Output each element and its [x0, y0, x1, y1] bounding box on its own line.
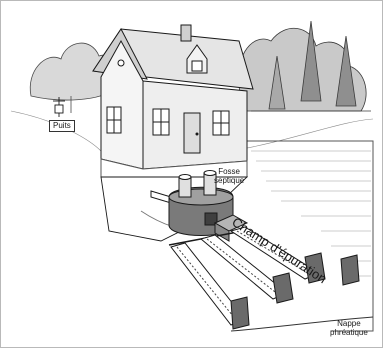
house	[93, 25, 253, 187]
water-table-label-line-2: phréatique	[330, 328, 368, 337]
septic-tank-label-line-2: septique	[214, 176, 244, 185]
water-table-label: Nappe phréatique	[330, 319, 368, 337]
well-label: Puits	[49, 120, 75, 132]
trees-right	[238, 21, 371, 111]
water-table-label-line-1: Nappe	[330, 319, 368, 328]
septic-tank-label: Fosse septique	[214, 167, 244, 185]
septic-tank-label-line-1: Fosse	[214, 167, 244, 176]
